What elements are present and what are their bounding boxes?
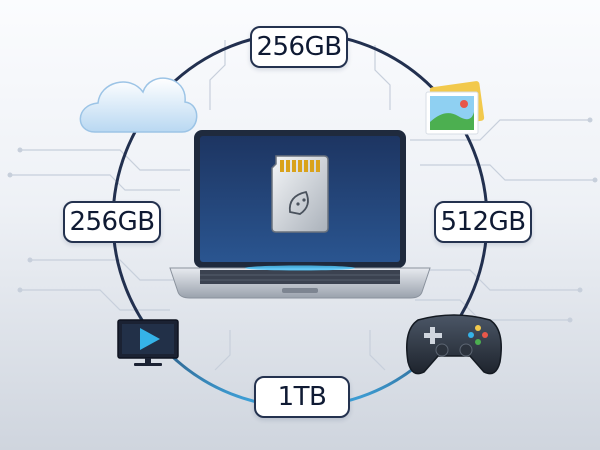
circuit-dots <box>7 117 598 323</box>
capacity-label-left: 256GB <box>63 201 161 243</box>
photo-icon <box>425 81 485 135</box>
video-player-icon <box>117 319 179 366</box>
game-controller-icon <box>406 314 502 375</box>
capacity-label-top: 256GB <box>250 26 348 68</box>
cloud-icon <box>79 77 198 133</box>
sd-card-icon <box>271 155 329 233</box>
capacity-label-bottom: 1TB <box>254 376 350 418</box>
capacity-label-right: 512GB <box>434 201 532 243</box>
circuit-lines <box>10 40 595 371</box>
